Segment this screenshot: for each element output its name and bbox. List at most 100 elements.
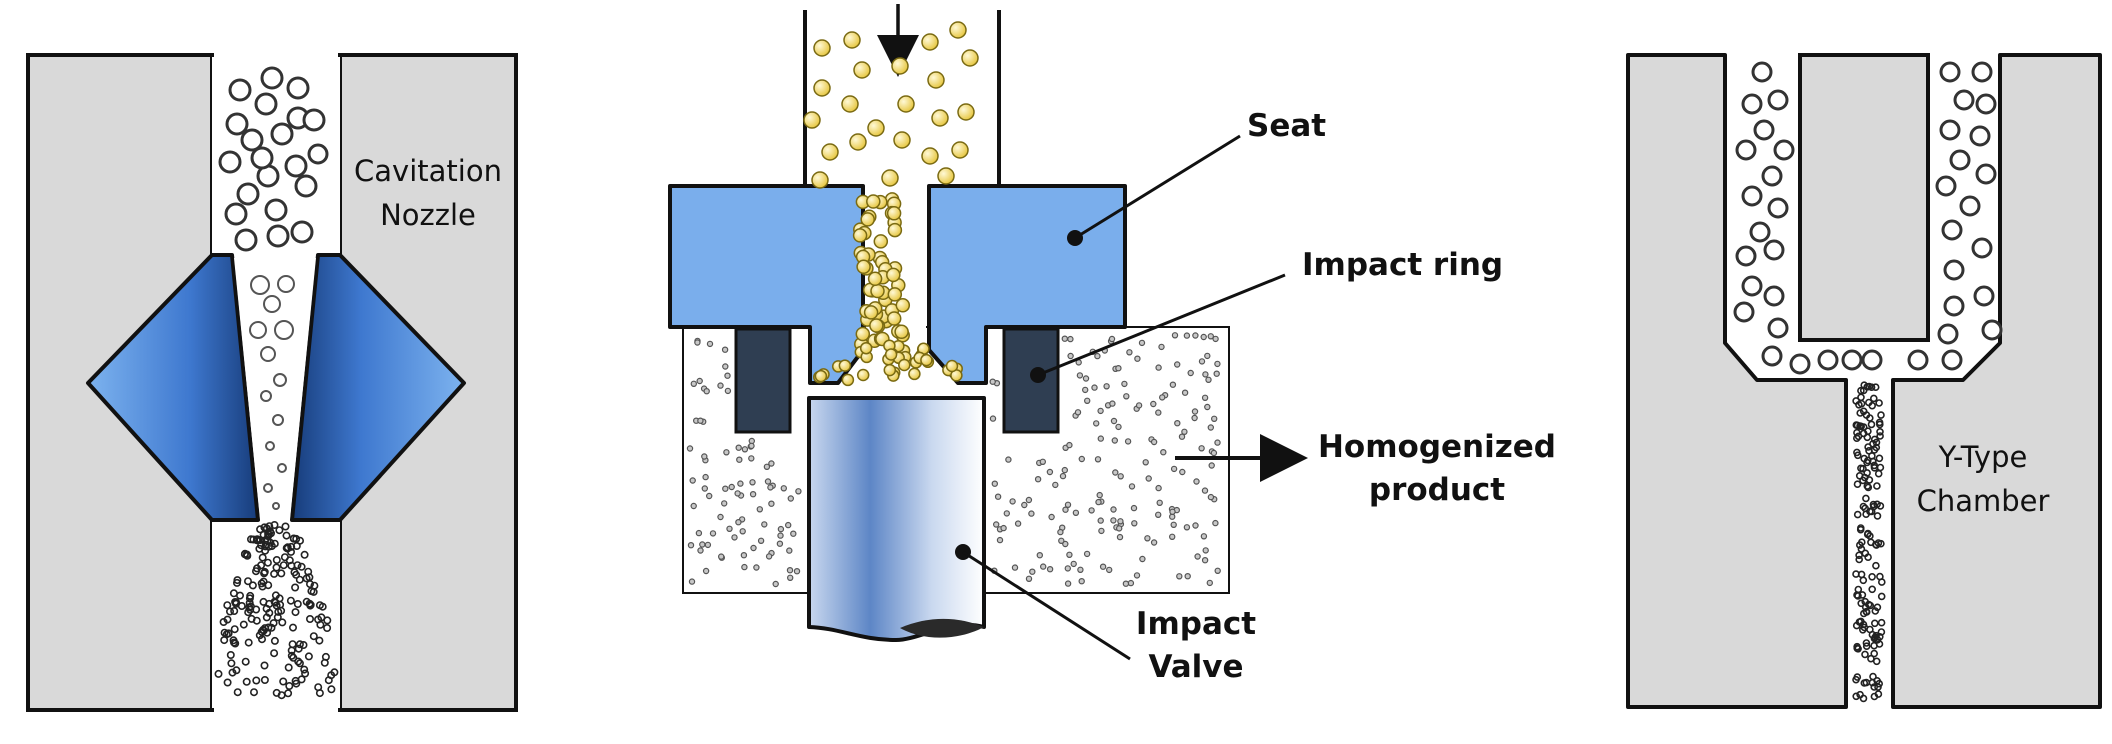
particle — [1192, 332, 1199, 339]
particle — [1853, 510, 1862, 519]
particle — [1014, 520, 1022, 527]
particle — [315, 636, 324, 645]
particle — [750, 544, 757, 552]
particle — [272, 688, 281, 697]
particle — [1096, 491, 1103, 499]
particle — [1853, 434, 1861, 443]
particle — [1863, 482, 1872, 490]
particle — [1870, 641, 1878, 650]
particle — [1139, 555, 1146, 563]
particle — [1099, 563, 1107, 570]
particle — [696, 377, 703, 385]
particle — [295, 659, 304, 668]
particle — [1857, 399, 1866, 408]
droplet — [870, 283, 885, 299]
particle — [1877, 411, 1885, 419]
particle — [1021, 501, 1028, 509]
droplet — [813, 79, 831, 97]
particle — [1092, 420, 1100, 427]
particle — [233, 688, 242, 697]
particle — [265, 608, 274, 617]
particle — [1179, 468, 1186, 476]
particle — [1025, 575, 1033, 583]
particle — [1875, 679, 1883, 688]
particle — [1133, 572, 1141, 579]
particle — [737, 480, 744, 487]
particle — [1870, 683, 1878, 691]
particle — [1207, 424, 1215, 431]
particle — [1872, 657, 1881, 666]
particle — [1871, 383, 1880, 392]
droplet — [856, 368, 870, 382]
y-chamber-arm-bubbles — [1733, 61, 2003, 375]
droplet — [893, 131, 911, 149]
particle — [1859, 502, 1868, 511]
particle — [1097, 435, 1105, 442]
droplet — [898, 358, 911, 372]
particle — [1201, 394, 1209, 401]
particle — [282, 531, 291, 540]
particle — [267, 623, 276, 632]
droplet — [908, 367, 921, 381]
particle — [259, 530, 268, 539]
impact-valve-label-line-2: Valve — [1148, 649, 1243, 685]
particle — [1862, 494, 1870, 503]
droplet — [949, 21, 967, 39]
particle — [1194, 553, 1201, 560]
particle — [1158, 394, 1166, 401]
particle — [1866, 625, 1874, 634]
nozzle-outlet-dots — [214, 520, 339, 700]
particle — [1208, 462, 1215, 469]
droplet — [884, 348, 898, 361]
droplet — [856, 259, 871, 275]
particle — [309, 632, 318, 641]
particle — [321, 652, 330, 661]
particle — [1877, 539, 1885, 548]
particle — [1061, 335, 1069, 342]
particle — [272, 563, 281, 572]
particle — [1181, 389, 1189, 396]
particle — [1122, 580, 1130, 587]
particle — [1214, 360, 1221, 368]
particle — [1094, 352, 1101, 360]
particle — [741, 563, 748, 571]
particle — [1214, 567, 1221, 575]
particle — [282, 544, 291, 553]
particle — [1083, 397, 1091, 404]
particle — [1867, 420, 1876, 429]
particle — [1856, 690, 1864, 699]
particle — [1204, 403, 1211, 411]
particle — [1860, 609, 1868, 618]
particle — [1857, 386, 1865, 395]
impact-valve-panel: Seat Impact ring Homogenized product Imp… — [668, 4, 1556, 685]
particle — [270, 569, 279, 578]
particle — [735, 444, 742, 451]
cavitation-nozzle-label-line-2: Nozzle — [380, 198, 476, 232]
particle — [1103, 383, 1110, 390]
particle — [1070, 560, 1077, 568]
particle — [717, 382, 724, 389]
particle — [1135, 402, 1143, 409]
droplet — [852, 228, 868, 243]
particle — [224, 629, 233, 638]
homogenized-product-label-line-2: product — [1369, 472, 1505, 508]
particle — [1867, 383, 1876, 392]
particle — [741, 446, 749, 453]
droplet — [961, 49, 979, 67]
particle — [1145, 475, 1152, 482]
particle — [1028, 510, 1035, 517]
particle — [768, 460, 775, 467]
particle — [252, 676, 261, 685]
droplet — [867, 119, 885, 137]
particle — [260, 569, 269, 578]
particle — [1124, 438, 1132, 445]
particle — [324, 676, 333, 685]
particle — [1115, 423, 1122, 431]
droplet — [811, 171, 829, 189]
particle — [718, 553, 725, 560]
particle — [277, 569, 286, 578]
particle — [768, 500, 775, 507]
particle — [1064, 565, 1072, 572]
particle — [1062, 506, 1069, 513]
